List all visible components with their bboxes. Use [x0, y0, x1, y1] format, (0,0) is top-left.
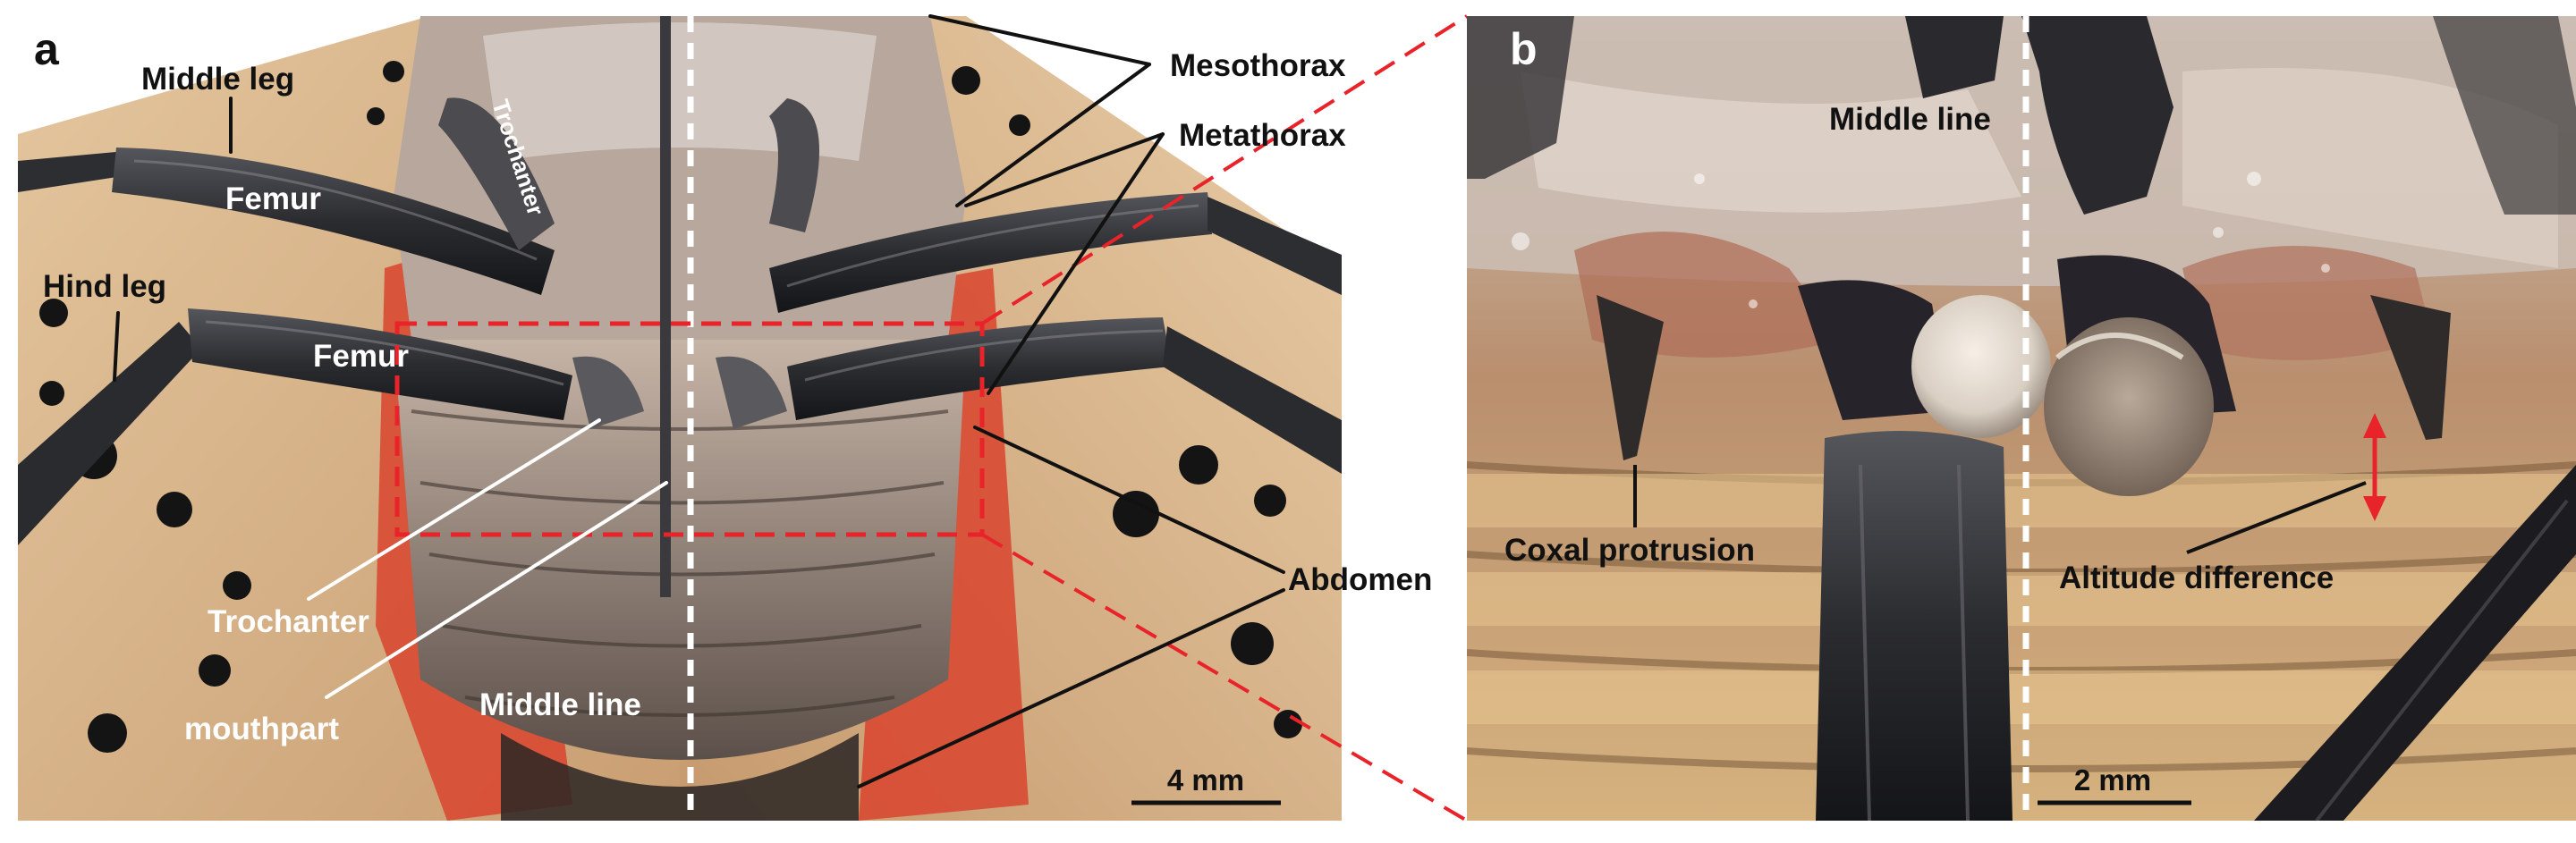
scale-bar-b-label: 2 mm — [2074, 763, 2151, 797]
abdomen-segments — [411, 409, 949, 717]
label-mouthpart: mouthpart — [184, 712, 339, 746]
scale-bar-a-label: 4 mm — [1167, 763, 1244, 797]
coxa-ball-left — [1911, 295, 2051, 438]
label-femur-upper: Femur — [225, 181, 321, 216]
red-double-arrow-icon — [2363, 413, 2386, 521]
mouthpart-rod — [660, 16, 671, 597]
femur-b — [1816, 431, 2012, 821]
panel-a-letter: a — [34, 24, 60, 74]
scale-bar-a: 4 mm — [1131, 763, 1281, 805]
upper-leg-right — [2021, 16, 2174, 215]
scale-bar-b: 2 mm — [2038, 763, 2191, 805]
label-hind-leg: Hind leg — [43, 269, 166, 304]
panel-a-photo — [18, 16, 1342, 821]
pointer-lines-a — [113, 14, 1285, 788]
coxal-protrusion-left — [1597, 295, 1664, 460]
upper-leg-left — [1905, 16, 2004, 98]
panel-b-photo — [1467, 16, 2576, 821]
coxa-ball-right — [2044, 317, 2214, 496]
label-middle-line-a: Middle line — [479, 687, 641, 722]
label-metathorax: Metathorax — [1179, 118, 1346, 153]
label-abdomen: Abdomen — [1288, 562, 1432, 597]
label-trochanter: Trochanter — [208, 604, 369, 639]
coxal-protrusion-right — [2370, 295, 2451, 440]
leg-diagonal-b — [2254, 465, 2576, 821]
pointer-lines-b — [1633, 465, 2367, 554]
abdomen-body — [394, 340, 966, 760]
label-middle-line-b: Middle line — [1829, 102, 1991, 137]
panel-b-letter: b — [1510, 24, 1538, 74]
label-altitude-difference: Altitude difference — [2059, 561, 2334, 595]
label-femur-lower: Femur — [313, 339, 409, 374]
label-mesothorax: Mesothorax — [1170, 48, 1346, 83]
zoom-box — [394, 321, 985, 537]
hind-legs — [18, 308, 1342, 545]
zoom-connector-top — [980, 14, 1469, 325]
label-coxal-protrusion: Coxal protrusion — [1504, 533, 1755, 568]
zoom-connector-bottom — [980, 533, 1469, 822]
label-middle-leg: Middle leg — [141, 62, 294, 97]
